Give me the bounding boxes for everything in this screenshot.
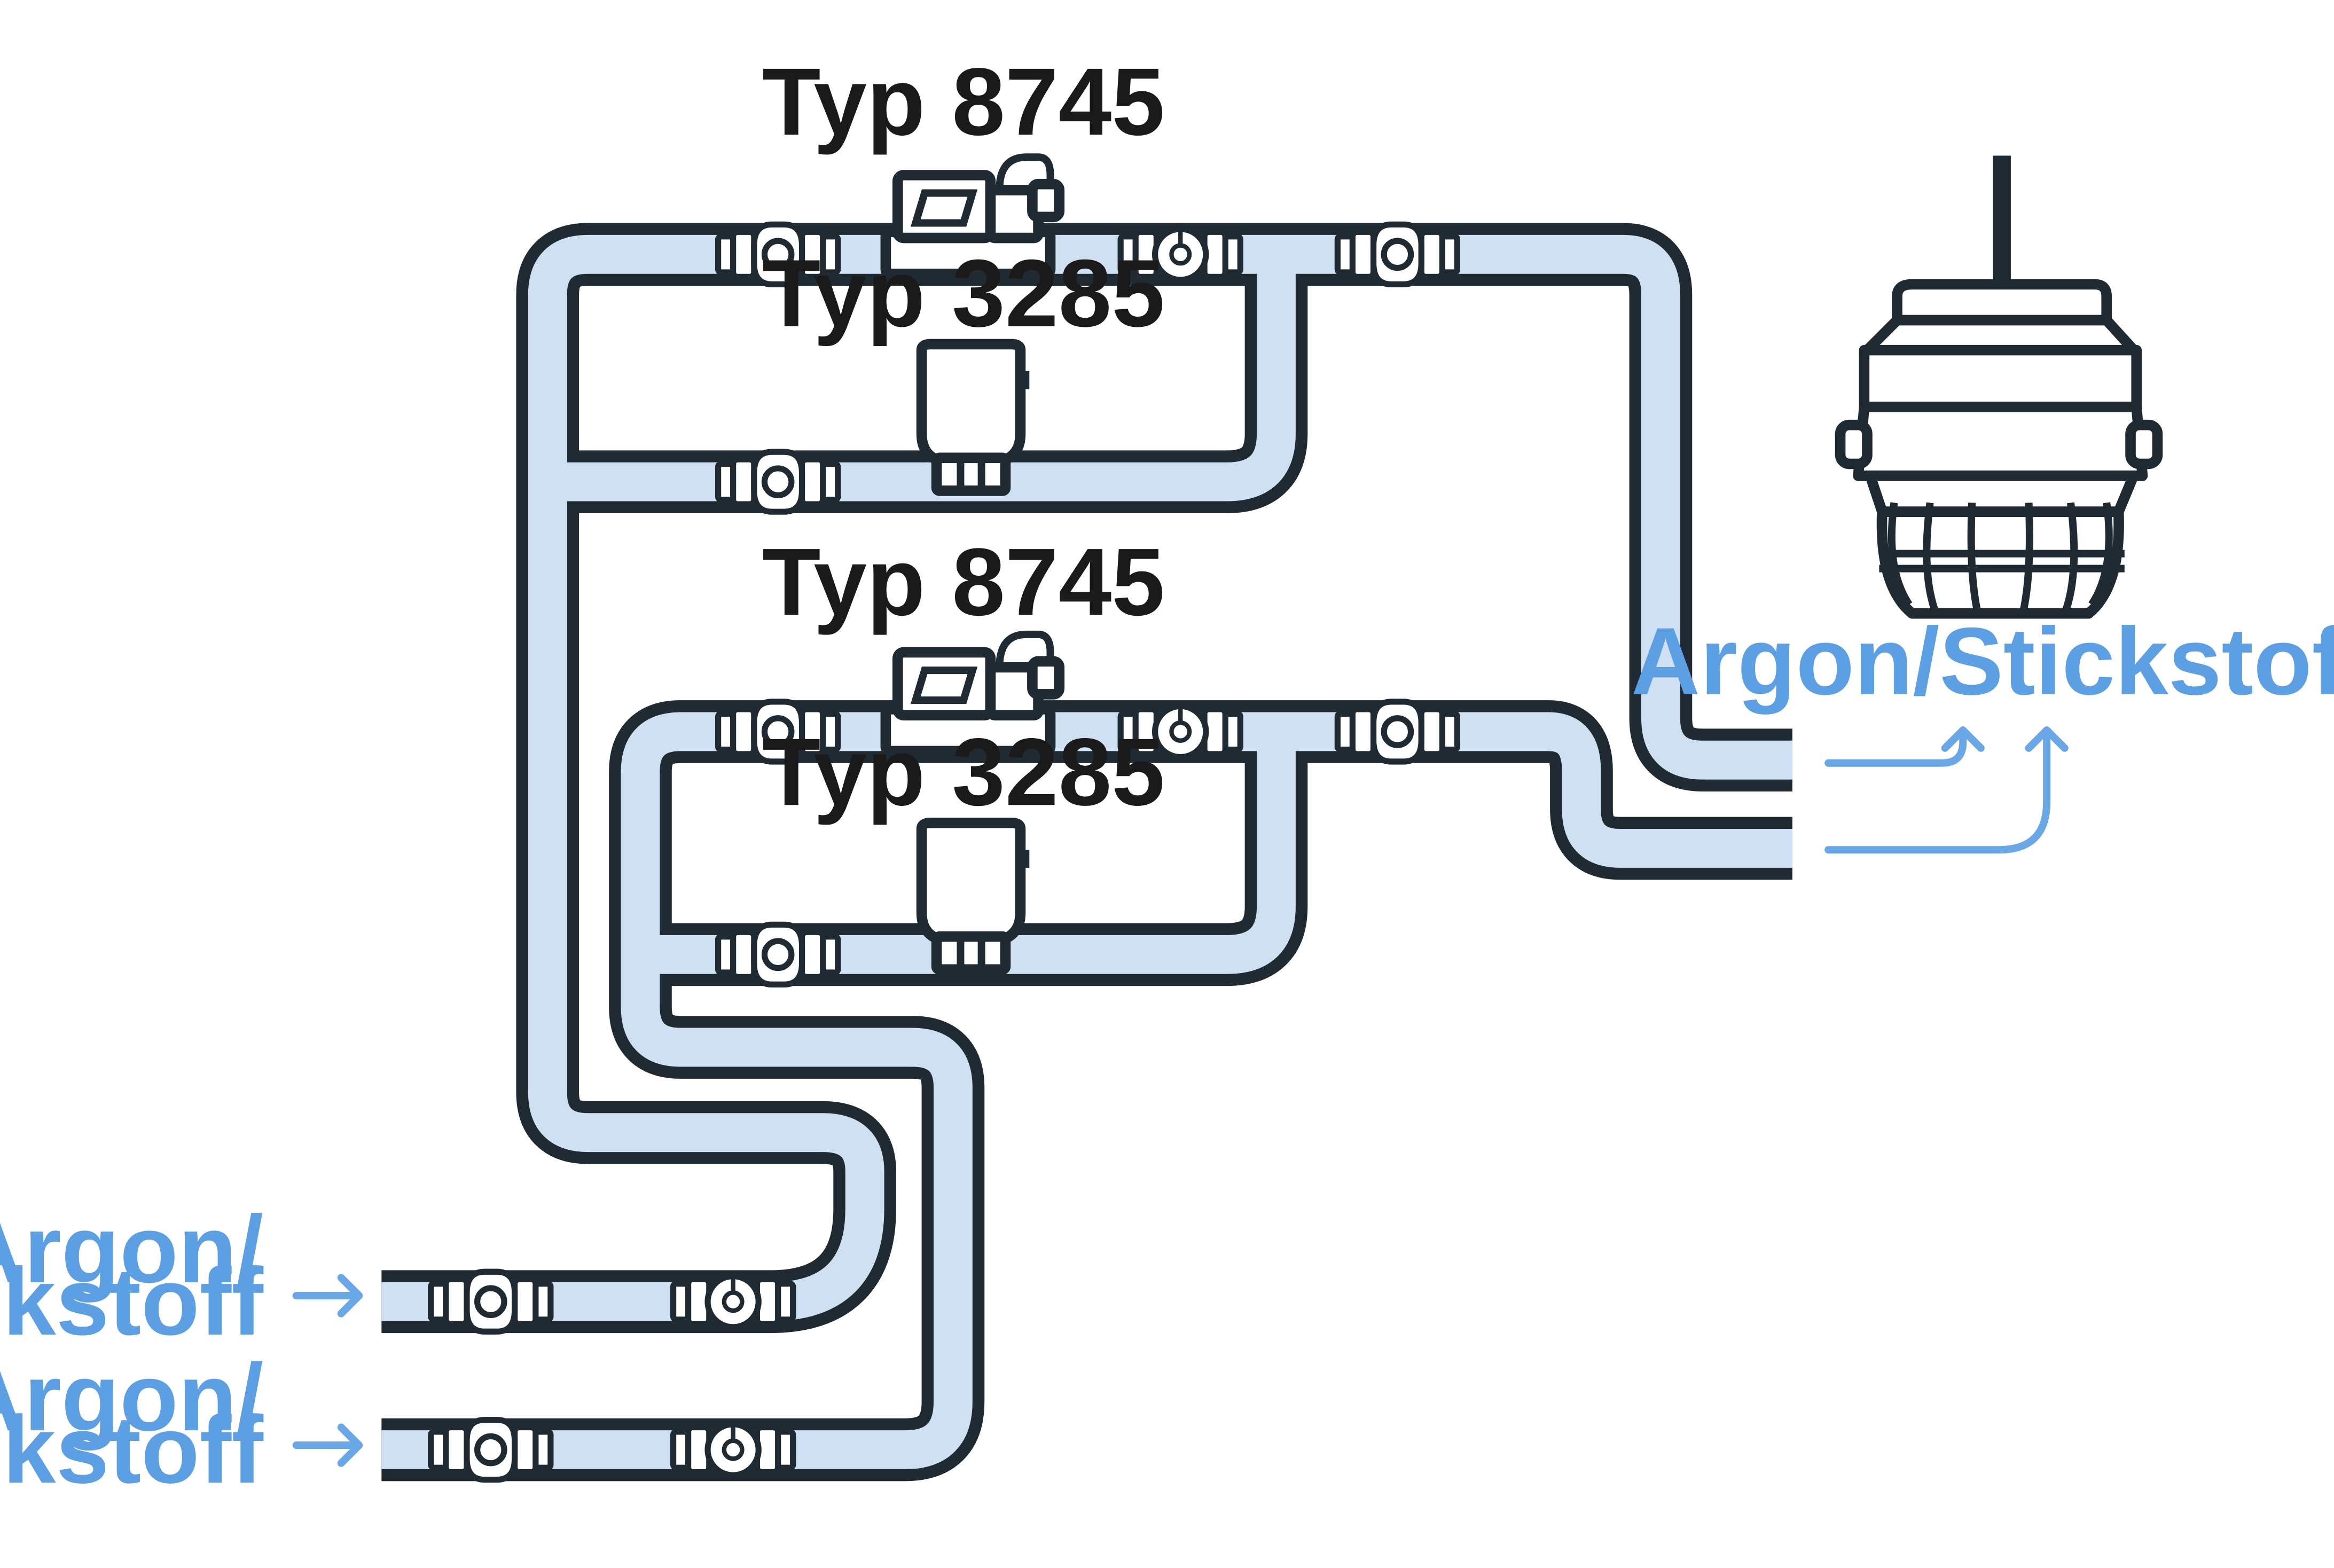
ball-valve-fitting [715,699,841,765]
label-typ-3285-upper: Typ 3285 [762,240,1165,347]
pump-lower [916,818,1030,975]
label-input-2-line1: Argon/ [0,1344,263,1451]
label-typ-8745-upper: Typ 8745 [762,48,1165,155]
label-output-gas: Argon/Stickstoff [1631,608,2334,715]
ball-valve-fitting [1334,699,1461,765]
check-valve-fitting [1117,226,1243,283]
flow-arrows [292,726,2069,1467]
ball-valve-fitting [715,221,841,287]
output-arrow-2 [1824,726,2069,854]
furnace-vessel [1835,155,2163,619]
pipe-network [381,223,1792,1481]
check-valve-fitting [1117,703,1243,761]
ball-valve-fitting [428,1416,554,1483]
label-typ-8745-lower: Typ 8745 [762,528,1165,635]
check-valve-fitting [670,1421,796,1478]
ball-valve-fitting [715,449,841,515]
label-typ-3285-lower: Typ 3285 [762,718,1165,825]
labels: Typ 8745 Typ 3285 Typ 8745 Typ 3285 Argo… [0,48,2334,1503]
check-valve-fitting [670,1273,796,1330]
solenoid-valve-upper [880,153,1065,279]
ball-valve-fitting [428,1268,554,1335]
input-arrow-2 [292,1423,363,1467]
ball-valve-fitting [715,921,841,987]
input-arrow-1 [292,1274,363,1318]
label-input-1-line2: Stickstoff [0,1248,264,1355]
pump-upper [916,339,1030,496]
label-input-2-line2: Stickstoff [0,1396,264,1503]
output-arrow-1 [1824,726,1985,767]
fittings-layer [428,221,1461,1483]
ball-valve-fitting [1334,221,1461,287]
solenoid-valve-lower [880,630,1065,757]
label-input-1-line1: Argon/ [0,1196,263,1303]
